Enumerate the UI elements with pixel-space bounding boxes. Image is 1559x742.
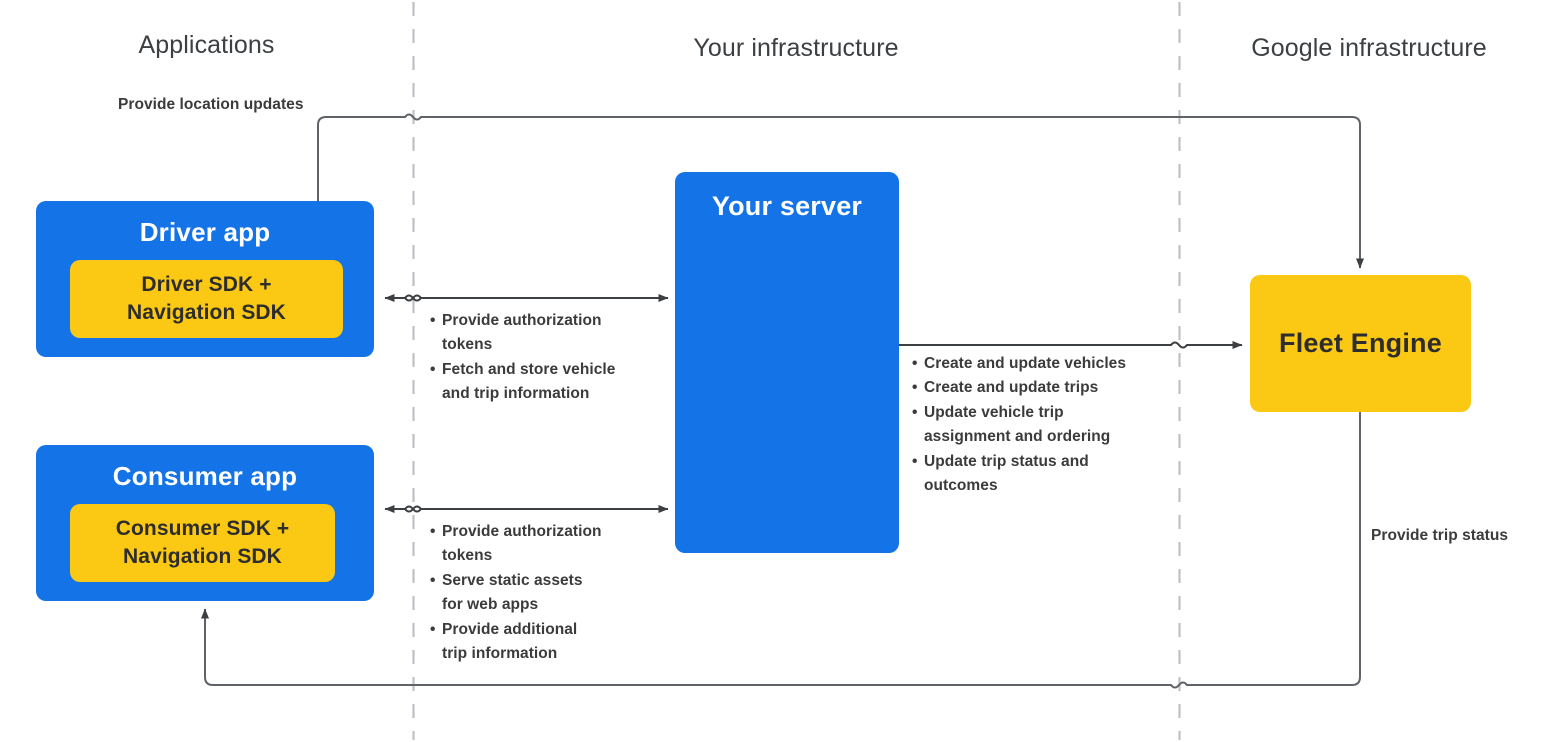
edge-consumer-server-right [385,505,669,513]
node-consumer-app-title: Consumer app [112,461,298,491]
column-label-google-infrastructure: Google infrastructure [1251,34,1487,62]
bullet-line: Update vehicle trip [924,403,1064,421]
node-consumer-app[interactable]: Consumer app Consumer SDK + Navigation S… [36,445,374,601]
edge-bullets-consumer-server: Provide authorization tokens Serve stati… [430,520,660,667]
bullet-line: and trip information [442,385,590,403]
bullet-line: Provide additional [442,620,578,638]
node-your-server-title: Your server [711,191,863,221]
node-driver-app-title: Driver app [139,217,271,247]
bullet-line: trip information [442,645,558,663]
edge-label-trip-status: Provide trip status [1371,527,1508,545]
edge-location-updates [317,113,1364,269]
bullet-line: tokens [442,336,493,354]
bullet-item: Create and update vehicles [912,352,1167,377]
node-driver-app[interactable]: Driver app Driver SDK + Navigation SDK [36,201,374,357]
node-consumer-sdk-label: Consumer SDK + Navigation SDK [116,515,290,572]
bullet-line: Provide authorization [442,523,602,540]
bullet-item: Fetch and store vehicle and trip informa… [430,358,660,407]
node-driver-sdk-label-line2: Navigation SDK [127,301,286,324]
bullet-item: Provide additional trip information [430,618,660,667]
node-fleet-engine[interactable]: Fleet Engine [1250,275,1471,412]
node-your-server[interactable]: Your server [675,172,899,553]
node-consumer-sdk-label-line1: Consumer SDK + [115,516,290,540]
bullet-item: Serve static assets for web apps [430,569,660,618]
bullet-item: Update trip status and outcomes [912,450,1167,499]
column-label-applications: Applications [138,31,275,59]
edge-label-trip-status-text: Provide trip status [1371,527,1509,544]
column-header-google-infrastructure: Google infrastructure [1179,34,1559,63]
bullet-item: Create and update trips [912,376,1167,401]
bullet-item: Provide authorization tokens [430,309,660,358]
edge-bullets-driver-server: Provide authorization tokens Fetch and s… [430,309,660,407]
node-consumer-sdk[interactable]: Consumer SDK + Navigation SDK [70,504,335,582]
bullet-line: Fetch and store vehicle [442,360,616,378]
node-driver-sdk-label-line1: Driver SDK + [141,272,272,296]
bullet-item: Provide authorization tokens [430,520,660,569]
node-consumer-sdk-label-line2: Navigation SDK [123,545,282,568]
bullet-line: tokens [442,547,493,565]
bullet-line: Serve static assets [442,571,583,589]
edge-label-location-updates-text: Provide location updates [118,96,304,113]
bullet-line: Create and update trips [924,379,1099,397]
node-driver-sdk[interactable]: Driver SDK + Navigation SDK [70,260,343,338]
bullet-line: Provide authorization [442,312,602,329]
bullet-line: Update trip status and [924,452,1089,470]
edge-server-fleet [899,341,1243,349]
bullet-line: for web apps [442,596,539,614]
column-header-applications: Applications [0,31,413,60]
node-driver-sdk-label: Driver SDK + Navigation SDK [127,271,286,328]
bullet-line: outcomes [924,477,998,495]
column-header-your-infrastructure: Your infrastructure [413,34,1179,63]
edge-trip-status [201,412,1361,689]
column-label-your-infrastructure: Your infrastructure [693,34,899,62]
edge-label-location-updates: Provide location updates [118,96,304,114]
bullet-item: Update vehicle trip assignment and order… [912,401,1167,450]
node-fleet-engine-title: Fleet Engine [1279,328,1442,358]
edge-bullets-server-fleet: Create and update vehicles Create and up… [912,352,1167,499]
bullet-line: Create and update vehicles [924,355,1127,372]
edge-driver-server-right [385,294,669,302]
bullet-line: assignment and ordering [924,428,1111,446]
